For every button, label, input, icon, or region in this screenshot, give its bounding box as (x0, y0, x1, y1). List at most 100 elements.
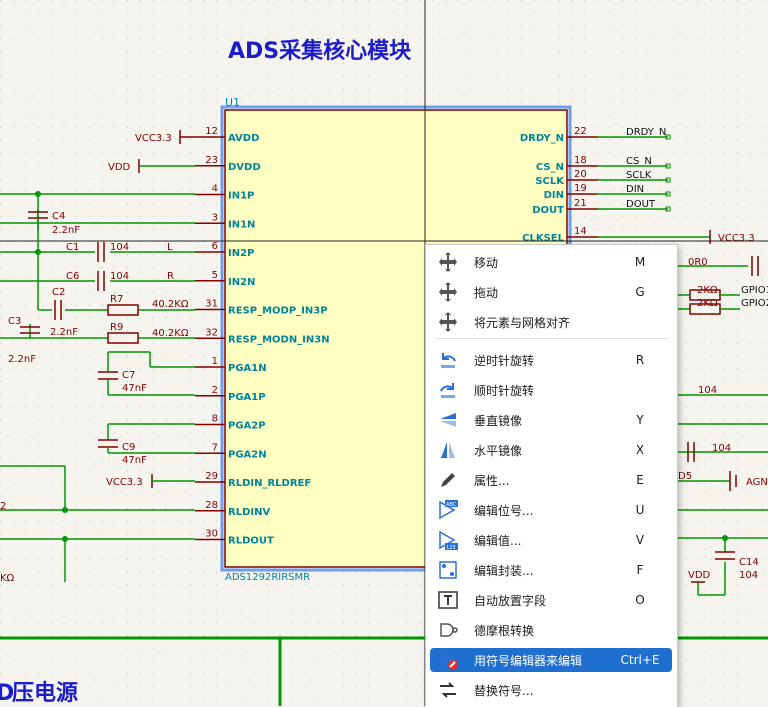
menu-item-label: 替换符号... (474, 683, 534, 698)
pin-number: 28 (205, 500, 218, 511)
pin-name: PGA1N (228, 363, 267, 374)
capacitor-104-right[interactable] (687, 442, 695, 462)
label-ports (665, 134, 671, 212)
pin-name: DRDY_N (520, 133, 564, 144)
move-icon (436, 250, 460, 274)
menu-item-rotate-cw[interactable]: 顺时针旋转 (430, 378, 672, 402)
c14-ref: C14 (739, 557, 759, 568)
power-vdd-dvdd[interactable]: VDD (108, 159, 195, 173)
vdd-right-label: VDD (688, 570, 711, 581)
pin-number: 22 (574, 126, 587, 137)
c2-ref: C2 (52, 287, 65, 298)
edit-value-icon: 123 (436, 528, 460, 552)
capacitor-c4[interactable] (28, 211, 48, 219)
c1-value: 104 (110, 242, 129, 253)
net-label-r: R (167, 271, 174, 282)
c1-ref: C1 (66, 242, 79, 253)
menu-item-align-grid[interactable]: 将元素与网格对齐 (430, 310, 672, 334)
rotate-cw-icon (436, 378, 460, 402)
svg-text:123: 123 (446, 545, 456, 551)
junctions-left (35, 191, 68, 542)
menu-item-label: 属性... (474, 473, 510, 488)
pin-number: 8 (212, 414, 218, 425)
chip-value: ADS1292RIRSMR (225, 572, 310, 583)
c2-value: 2.2nF (50, 327, 78, 338)
menu-item-shortcut: F (636, 563, 644, 577)
mirror-horizontal-icon (436, 438, 460, 462)
pin-name: RESP_MODN_IN3N (228, 334, 330, 345)
edit-reference-icon: ABC (436, 498, 460, 522)
pin-name: AVDD (228, 133, 259, 144)
power-vcc-rld[interactable]: VCC3.3 (106, 474, 195, 488)
power-vcc-avdd[interactable]: VCC3.3 (135, 130, 195, 144)
menu-separator (436, 338, 668, 339)
menu-item-label: 编辑值... (474, 533, 522, 548)
capacitor-c14[interactable] (715, 551, 735, 560)
c9-value: 47nF (122, 455, 147, 466)
r7-ref: R7 (110, 294, 123, 305)
d5-ref: D5 (678, 471, 692, 482)
menu-item-label: 用符号编辑器来编辑 (474, 653, 583, 668)
r7-value: 40.2KΩ (152, 299, 189, 310)
menu-item-edit-footprint[interactable]: 编辑封装...F (430, 558, 672, 582)
capacitor-c3[interactable] (20, 326, 40, 334)
menu-item-label: 垂直镜像 (474, 413, 523, 428)
menu-item-label: 移动 (474, 255, 499, 270)
menu-item-label: 将元素与网格对齐 (474, 315, 571, 330)
capacitor-c7[interactable] (98, 371, 118, 380)
menu-item-demorgan[interactable]: 德摩根转换 (430, 618, 672, 642)
pin-name: PGA2P (228, 421, 266, 432)
resistor-r9[interactable] (107, 332, 139, 344)
menu-item-label: 自动放置字段 (474, 593, 547, 608)
net-label: SCLK (626, 170, 652, 181)
pin-name: DOUT (532, 205, 564, 216)
capacitor-c9[interactable] (98, 439, 118, 448)
menu-item-swap-symbol[interactable]: 替换符号... (430, 678, 672, 702)
menu-item-label: 德摩根转换 (474, 623, 535, 638)
pin-number: 32 (205, 327, 218, 338)
capacitor-r0r0[interactable] (751, 256, 759, 276)
menu-item-shortcut: U (635, 503, 645, 517)
resistor-r7[interactable] (107, 304, 139, 316)
menu-item-shortcut: X (635, 443, 645, 457)
capacitor-c2[interactable] (54, 300, 62, 320)
menu-item-pencil[interactable]: 属性...E (430, 468, 672, 492)
pin-number: 3 (212, 212, 218, 223)
agnd-symbol[interactable] (729, 471, 737, 491)
c3-ref: C3 (8, 316, 21, 327)
pin-name: RLDIN_RLDREF (228, 478, 311, 489)
capacitor-c6[interactable] (97, 271, 105, 291)
capacitor-c1[interactable] (97, 242, 105, 262)
